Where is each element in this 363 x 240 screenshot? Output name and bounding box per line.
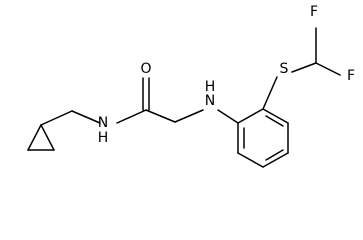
carbonyl-double-bond [142, 77, 150, 111]
atom-s: S [280, 61, 289, 77]
ring-bond-1 [237, 108, 264, 124]
bond-ring-s [262, 76, 278, 110]
bond-cp-3 [40, 124, 55, 151]
ring-bond-5 [237, 152, 264, 168]
bond-cp-ch2 [40, 110, 73, 126]
ring-bond-4 [262, 152, 289, 168]
ring-inner-2 [265, 149, 284, 161]
atom-o: O [140, 61, 151, 77]
molecule-structure: N H O N H S F F [27, 4, 355, 168]
bond-nh-ring [217, 109, 239, 124]
atom-n-amide: N [98, 115, 108, 131]
bond-s-chf2 [291, 62, 317, 73]
atom-h-amine: H [205, 79, 216, 95]
cyclopropyl-ring [27, 124, 55, 151]
atom-n-amine: N [205, 93, 215, 109]
ring-inner-1 [265, 115, 284, 127]
atom-h-amide: H [98, 130, 109, 146]
ring-bond-2 [262, 108, 289, 124]
bond-cp-2 [27, 124, 42, 151]
bond-n-carbonyl [116, 109, 147, 124]
atom-f-top: F [310, 4, 318, 20]
atom-f-right: F [347, 68, 355, 84]
bond-ch2-nh [174, 109, 204, 123]
bond-ch2-n [71, 110, 101, 124]
bond-carbonyl-ch2 [145, 109, 176, 123]
bond-chf2-f-right [315, 62, 341, 76]
benzene-ring [237, 108, 289, 168]
